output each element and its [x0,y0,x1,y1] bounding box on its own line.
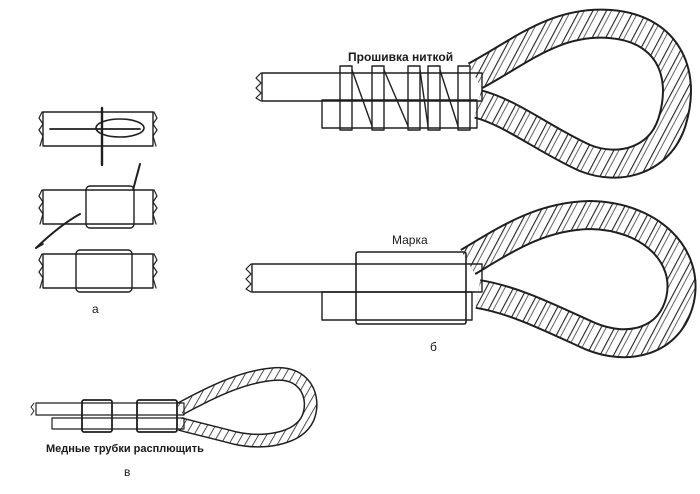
copper-tube-1 [81,399,113,433]
copper-tube-2 [136,399,178,433]
label-fig-a: а [92,302,99,316]
wire-rope-standing-part [35,402,185,416]
middle-rope-standing-part [251,263,483,293]
marka-whipping [355,251,467,325]
label-stitching: Прошивка ниткой [348,50,453,64]
figure-a-step-1-rope [38,106,158,167]
figure-a-step-2-rope [35,163,158,249]
label-copper-tubes: Медные трубки расплющить [46,443,204,455]
top-stitching [339,65,471,131]
figure-v-wire-eye: Медные трубки расплющить в [30,366,318,479]
figure-a-step-3-rope [38,249,158,293]
figure-b-middle-eye-splice: Марка б [245,199,697,359]
label-marka: Марка [392,233,428,247]
figure-a: а [35,106,158,316]
figure-b-top-eye-splice: Прошивка ниткой [255,8,692,179]
label-fig-b: б [430,340,437,354]
label-fig-v: в [124,465,130,479]
